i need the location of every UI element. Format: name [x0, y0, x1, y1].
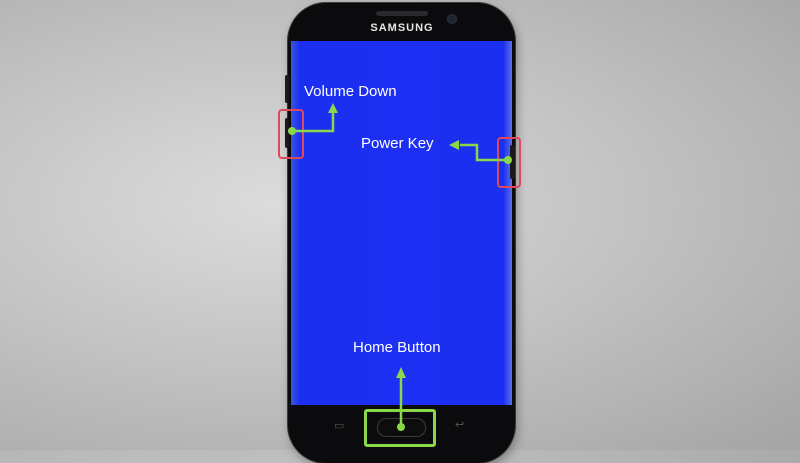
power-key-highlight: [497, 137, 521, 188]
recent-apps-icon[interactable]: ▭: [334, 420, 345, 432]
annotation-arrows: [288, 103, 512, 431]
back-icon[interactable]: ↩: [455, 419, 465, 431]
volume-up-key[interactable]: [285, 75, 289, 103]
volume-down-label: Volume Down: [304, 83, 397, 100]
brand-logo: SAMSUNG: [370, 22, 434, 34]
power-key-label: Power Key: [361, 135, 434, 152]
phone-screen: [291, 41, 512, 405]
power-key[interactable]: [510, 145, 515, 179]
volume-down-highlight: [278, 109, 304, 159]
front-camera-icon: [448, 15, 456, 23]
speaker-grille: [376, 11, 428, 16]
home-button-label: Home Button: [353, 339, 441, 356]
volume-down-key[interactable]: [285, 118, 289, 148]
